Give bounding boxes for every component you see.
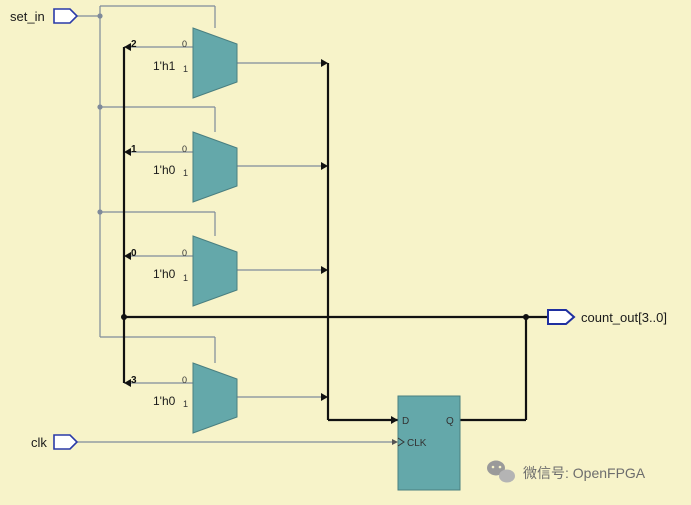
mux-pin-0: 0 [182, 248, 187, 258]
mux-select-label: 1 [131, 144, 137, 155]
mux-const-label: 1'h0 [153, 394, 176, 408]
mux-const-label: 1'h1 [153, 59, 176, 73]
ff-clk-pin: CLK [407, 438, 427, 449]
mux-input-wires [76, 46, 392, 443]
mux-block[interactable]: 3 0 1 1'h0 [131, 362, 238, 434]
mux-select-label: 3 [131, 375, 137, 386]
mux-pin-0: 0 [182, 39, 187, 49]
d-flipflop[interactable]: D Q CLK [397, 395, 461, 491]
mux-block[interactable]: 0 0 1 1'h0 [131, 235, 238, 307]
count-bus [121, 47, 548, 422]
mux-select-label: 0 [131, 248, 137, 259]
mux-pin-1: 1 [183, 168, 188, 178]
mux-const-label: 1'h0 [153, 163, 176, 177]
set-in-wires [76, 5, 216, 363]
mux-pin-1: 1 [183, 273, 188, 283]
mux-block[interactable]: 2 0 1 1'h1 [131, 27, 238, 99]
mux-select-label: 2 [131, 39, 137, 50]
clk-label: clk [31, 435, 47, 450]
wechat-icon [487, 460, 515, 483]
mux-pin-1: 1 [183, 399, 188, 409]
bus-taps [124, 43, 398, 445]
wechat-watermark: 微信号: OpenFPGA [487, 460, 646, 483]
mux-const-label: 1'h0 [153, 267, 176, 281]
count-out-label: count_out[3..0] [581, 310, 667, 325]
clk-port[interactable]: clk [31, 434, 79, 450]
ff-q-pin: Q [446, 416, 454, 427]
mux-pin-0: 0 [182, 144, 187, 154]
set-in-label: set_in [10, 9, 45, 24]
mux-pin-1: 1 [183, 64, 188, 74]
mux-block[interactable]: 1 0 1 1'h0 [131, 131, 238, 203]
ff-d-pin: D [402, 416, 409, 427]
watermark-text: 微信号: OpenFPGA [523, 465, 646, 481]
count-out-port[interactable]: count_out[3..0] [547, 309, 667, 325]
set-in-port[interactable]: set_in [10, 8, 79, 24]
mux-pin-0: 0 [182, 375, 187, 385]
